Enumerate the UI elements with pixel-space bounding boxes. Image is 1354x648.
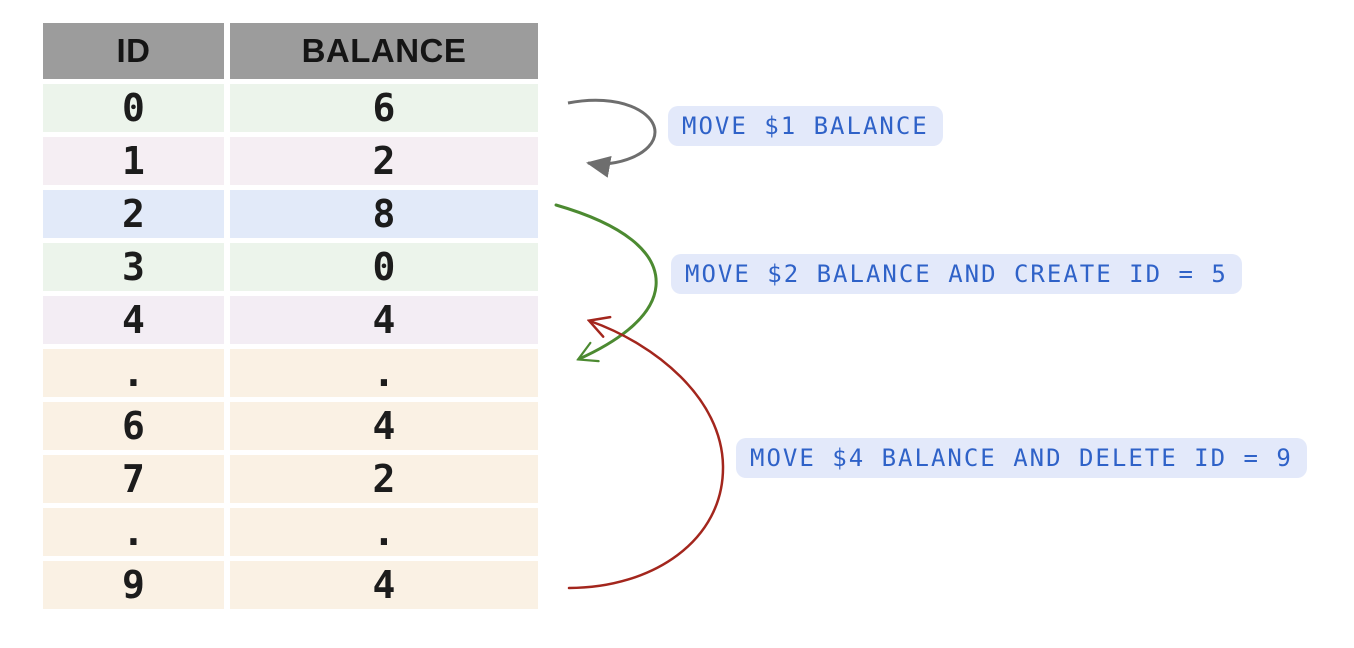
header-balance: BALANCE [230,23,538,79]
table-row: .. [43,349,538,397]
id-cell: 7 [43,455,224,503]
balance-cell: 6 [230,84,538,132]
move-4-arrow [567,321,725,590]
id-cell: 6 [43,402,224,450]
id-cell: 1 [43,137,224,185]
id-cell: 3 [43,243,224,291]
balance-cell: 8 [230,190,538,238]
balance-cell: 4 [230,402,538,450]
id-cell: 2 [43,190,224,238]
header-id: ID [43,23,224,79]
annotation-move-1: MOVE $1 BALANCE [668,106,943,146]
id-cell: 4 [43,296,224,344]
table-row: .. [43,508,538,556]
id-cell: 9 [43,561,224,609]
balance-cell: 4 [230,561,538,609]
move-1-arrow [567,98,657,178]
balance-cell: 0 [230,243,538,291]
id-cell: . [43,349,224,397]
annotation-move-2-create-5: MOVE $2 BALANCE AND CREATE ID = 5 [671,254,1242,294]
id-cell: 0 [43,84,224,132]
id-cell: . [43,508,224,556]
move-2-arrow [554,203,658,359]
balance-cell: . [230,508,538,556]
balance-cell: 2 [230,137,538,185]
annotation-move-4-delete-9: MOVE $4 BALANCE AND DELETE ID = 9 [736,438,1307,478]
balance-cell: 4 [230,296,538,344]
balance-cell: 2 [230,455,538,503]
table-header-row: ID BALANCE [43,23,538,79]
balance-cell: . [230,349,538,397]
